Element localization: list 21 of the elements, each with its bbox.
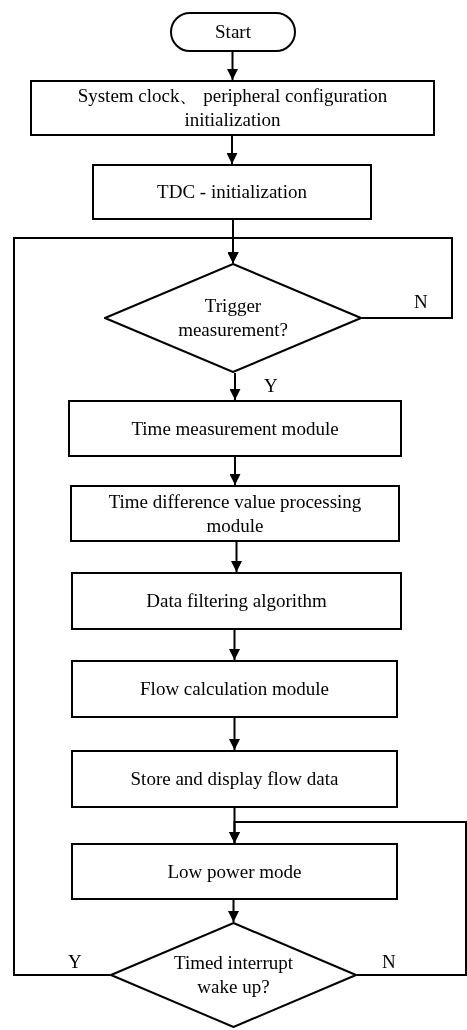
process-box: Low power mode [71, 843, 398, 900]
process-box: Time difference value processing module [70, 485, 400, 542]
arrow [231, 541, 242, 573]
process-box: Data filtering algorithm [71, 572, 402, 630]
process-box: Flow calculation module [71, 660, 398, 718]
arrow [226, 135, 238, 165]
process-box: Time measurement module [68, 400, 402, 457]
arrow [229, 456, 241, 486]
arrow [13, 237, 239, 976]
process-box: TDC - initialization [92, 164, 372, 220]
decision-diamond: Trigger measurement? [104, 263, 362, 373]
process-box: Store and display flow data [71, 750, 398, 808]
arrow [228, 899, 239, 923]
arrow [229, 821, 467, 976]
arrow [229, 717, 240, 751]
start-terminal: Start [170, 12, 296, 52]
arrow [227, 51, 238, 81]
arrow [229, 372, 241, 401]
arrow [229, 629, 240, 661]
decision-diamond: Timed interrupt wake up? [110, 922, 357, 1028]
process-box: System clock、 peripheral configuration initialization [30, 80, 435, 136]
